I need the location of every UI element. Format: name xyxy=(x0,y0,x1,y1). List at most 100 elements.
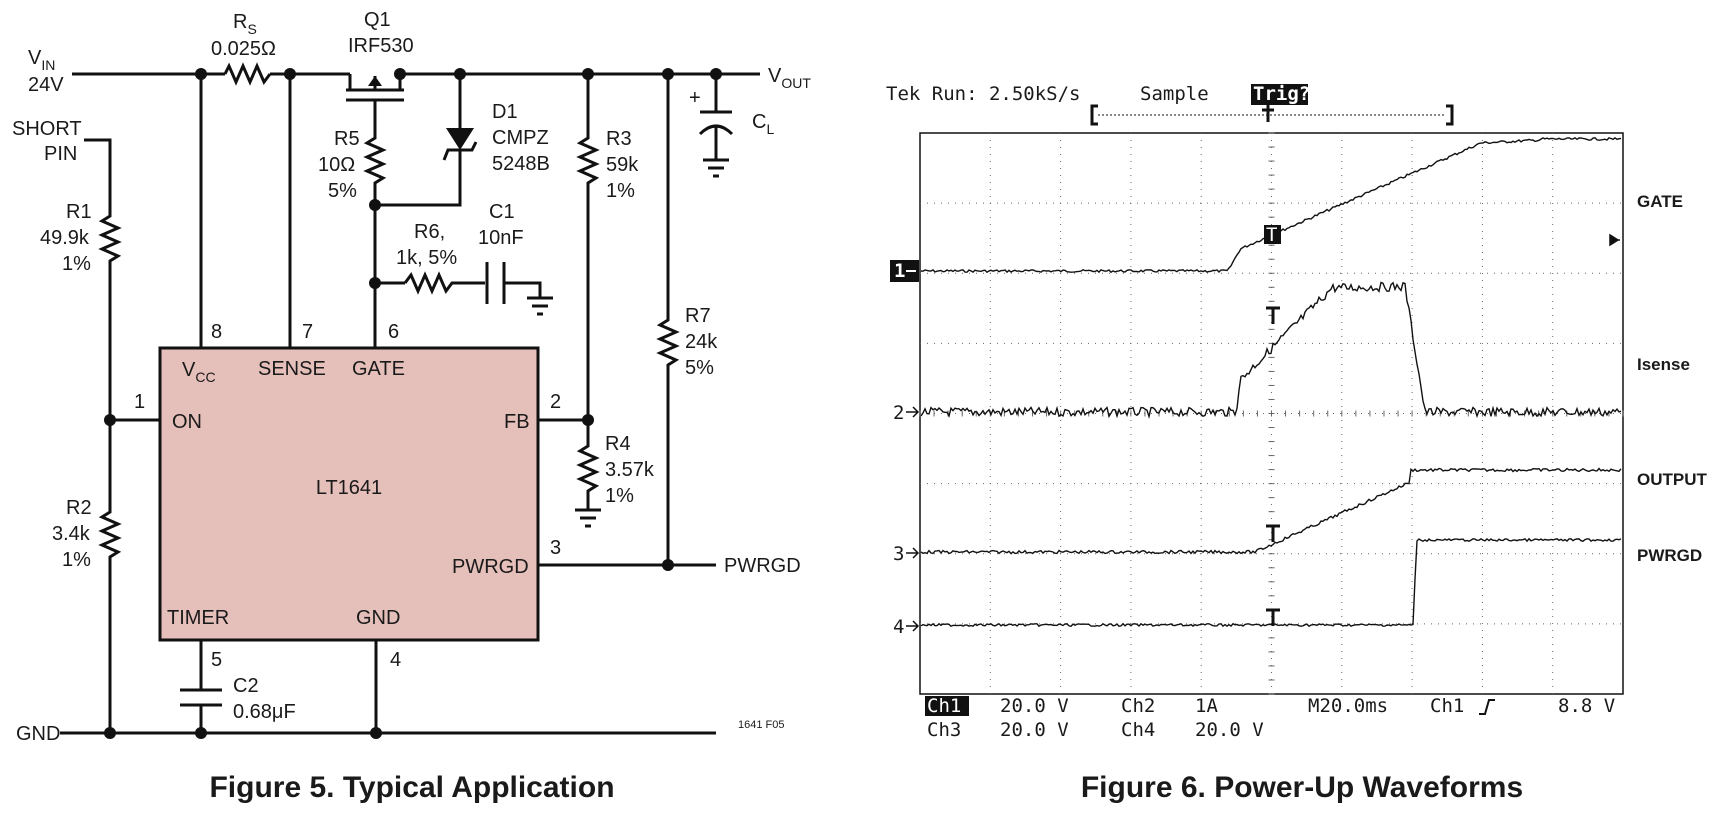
schematic: VIN 24V SHORT PIN RS 0.025Ω Q1 IRF530 VO… xyxy=(12,9,811,804)
ch4-setting-label: Ch4 xyxy=(1121,719,1155,741)
pin-number-2: 2 xyxy=(550,391,561,413)
q1-mosfet xyxy=(346,74,404,130)
trace-label-pwrgd: PWRGD xyxy=(1637,546,1702,565)
lt1641-ic xyxy=(158,346,540,642)
r2-label: R2 xyxy=(66,497,92,519)
r5-resistor xyxy=(363,130,387,205)
fb-wire xyxy=(538,190,590,440)
pin-number-4: 4 xyxy=(390,649,401,671)
figure5-caption: Figure 5. Typical Application xyxy=(209,771,614,804)
r1-resistor xyxy=(98,210,122,505)
scope-run-status: Tek Run: 2.50kS/s xyxy=(886,83,1080,105)
ch4-setting-value: 20.0 V xyxy=(1195,719,1264,741)
output-trace xyxy=(920,467,1622,555)
cl-label: CL xyxy=(752,111,774,137)
r7-tol: 5% xyxy=(685,357,714,379)
r6-resistor xyxy=(403,271,485,295)
trace-label-output: OUTPUT xyxy=(1637,470,1708,489)
r2-value: 3.4k xyxy=(52,523,91,545)
graticule-grid xyxy=(919,132,1624,695)
short-pin-wire xyxy=(84,138,112,210)
pin-number-6: 6 xyxy=(388,321,399,343)
pwrgd-trace xyxy=(920,537,1622,628)
r4-tol: 1% xyxy=(605,485,634,507)
cl-capacitor xyxy=(698,74,734,178)
ic-name: LT1641 xyxy=(316,477,382,499)
r1-tol: 1% xyxy=(62,253,91,275)
isense-trace xyxy=(920,281,1622,420)
r6-label: R6, xyxy=(414,221,445,243)
scope-acq-mode: Sample xyxy=(1140,83,1209,105)
ic-pin-gnd: GND xyxy=(356,607,400,629)
pwrgd-output-label: PWRGD xyxy=(724,555,801,577)
r3-tol: 1% xyxy=(606,180,635,202)
vout-label: VOUT xyxy=(768,65,811,91)
record-bracket xyxy=(1090,104,1454,126)
ch2-trigger-point xyxy=(1266,306,1280,324)
q1-part: IRF530 xyxy=(348,35,414,57)
ch1-setting-value: 20.0 V xyxy=(1000,695,1069,717)
r3-label: R3 xyxy=(606,128,632,150)
rs-label: RS xyxy=(233,11,257,37)
waveform-traces xyxy=(920,136,1622,628)
ch1-marker-box xyxy=(890,260,919,282)
pin-number-7: 7 xyxy=(302,321,313,343)
oscilloscope-figure: Tek Run: 2.50kS/s Sample Trig? 1 2 3 4 T xyxy=(886,83,1708,804)
ch3-marker: 3 xyxy=(893,543,904,565)
r1-label: R1 xyxy=(66,201,92,223)
ch2-setting-label: Ch2 xyxy=(1121,695,1155,717)
junction-dots xyxy=(104,68,722,739)
ch3-trigger-point xyxy=(1266,524,1280,542)
ch3-arrow-icon xyxy=(906,547,920,559)
r3-value: 59k xyxy=(606,154,639,176)
r7-label: R7 xyxy=(685,305,711,327)
ch1-trigger-point xyxy=(1264,225,1281,244)
r5-tol: 5% xyxy=(328,180,357,202)
trace-label-gate: GATE xyxy=(1637,192,1683,211)
ic-pin-pwrgd: PWRGD xyxy=(452,556,529,578)
c1-capacitor xyxy=(485,262,553,316)
ch1-setting-label: Ch1 xyxy=(927,695,961,717)
ch2-arrow-icon xyxy=(906,406,920,418)
vin-value: 24V xyxy=(28,74,64,96)
c1-label: C1 xyxy=(489,201,515,223)
q1-label: Q1 xyxy=(364,9,391,31)
r7-resistor xyxy=(656,312,680,565)
pin-number-8: 8 xyxy=(211,321,222,343)
ch3-setting-label: Ch3 xyxy=(927,719,961,741)
d1-label: D1 xyxy=(492,101,518,123)
c2-label: C2 xyxy=(233,675,259,697)
r5-value: 10Ω xyxy=(318,154,355,176)
ic-pin-timer: TIMER xyxy=(167,607,229,629)
ch1-setting-box xyxy=(925,696,969,716)
r4-value: 3.57k xyxy=(605,459,655,481)
rs-resistor xyxy=(223,62,272,86)
r2-resistor xyxy=(98,505,122,733)
r4-resistor xyxy=(576,440,600,510)
r1-value: 49.9k xyxy=(40,227,90,249)
c2-value: 0.68μF xyxy=(233,701,296,723)
gnd-label: GND xyxy=(16,723,60,745)
pin-number-5: 5 xyxy=(211,649,222,671)
ch4-trigger-point xyxy=(1266,608,1280,626)
figure6-caption: Figure 6. Power-Up Waveforms xyxy=(1081,771,1523,804)
short-pin-label-1: SHORT xyxy=(12,118,82,140)
rising-edge-icon xyxy=(1479,699,1495,715)
trigger-source: Ch1 xyxy=(1430,695,1464,717)
rs-value: 0.025Ω xyxy=(211,38,276,60)
scope-trig-box xyxy=(1251,84,1308,105)
ch2-marker: 2 xyxy=(893,402,904,424)
r4-ground xyxy=(575,508,601,528)
ch1-trigger-point-label: T xyxy=(1266,224,1277,246)
ch2-setting-value: 1A xyxy=(1195,695,1218,717)
vin-label: VIN xyxy=(28,47,55,73)
ic-pin-fb: FB xyxy=(504,411,530,433)
pin-number-3: 3 xyxy=(550,537,561,559)
trigger-position-marker xyxy=(1262,104,1274,122)
figure5-code: 1641 F05 xyxy=(738,719,784,731)
c2-capacitor xyxy=(180,688,222,733)
ic-pin-on: ON xyxy=(172,411,202,433)
ic-pin-vcc: VCC xyxy=(182,359,216,385)
ic-pin-gate: GATE xyxy=(352,358,405,380)
